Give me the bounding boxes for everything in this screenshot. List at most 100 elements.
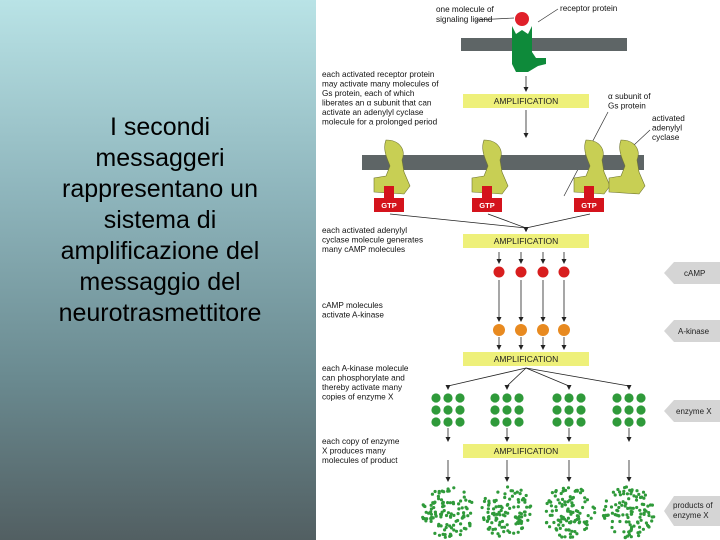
- product-molecule: [554, 505, 558, 509]
- product-molecule: [486, 507, 490, 511]
- product-molecule: [544, 521, 549, 525]
- arrowhead: [523, 227, 529, 232]
- product-molecule: [642, 496, 646, 500]
- arrowhead: [566, 437, 572, 442]
- cyclase-group: GTP GTP GTP: [373, 139, 646, 212]
- a-kinase-molecule: [515, 324, 527, 336]
- product-molecule: [561, 489, 565, 493]
- product-molecule: [501, 513, 505, 517]
- product-molecule: [437, 489, 441, 494]
- product-molecule: [442, 490, 446, 494]
- arrowhead: [523, 133, 529, 138]
- product-molecule: [575, 514, 579, 518]
- product-molecule: [446, 487, 450, 491]
- enzyme-x-molecule: [455, 405, 465, 415]
- a-kinase-molecule: [537, 324, 549, 336]
- product-molecule: [503, 492, 507, 496]
- product-molecule: [440, 510, 444, 514]
- enzyme-x-molecule: [612, 405, 622, 415]
- product-molecule: [518, 492, 522, 496]
- receptor-label: receptor protein: [560, 4, 618, 13]
- product-molecule: [448, 524, 452, 528]
- product-molecule: [524, 493, 528, 498]
- product-molecule: [609, 505, 614, 509]
- enzyme-x-molecules: [431, 393, 646, 427]
- product-molecule: [647, 525, 651, 529]
- slide-text-line: messaggio del: [79, 268, 241, 296]
- product-molecule: [460, 506, 464, 510]
- product-molecule: [523, 513, 527, 517]
- product-molecule: [583, 527, 587, 532]
- product-molecule: [549, 504, 553, 508]
- camp-molecule: [493, 266, 505, 278]
- product-molecule: [459, 522, 463, 526]
- product-molecule: [571, 535, 575, 539]
- arrowhead: [504, 477, 510, 482]
- product-molecule: [644, 509, 648, 513]
- product-molecule: [635, 505, 639, 510]
- product-molecule: [570, 504, 574, 508]
- arrowhead: [540, 317, 546, 322]
- product-molecule: [517, 500, 521, 504]
- enzyme-x-molecule: [490, 393, 500, 403]
- product-molecule: [441, 500, 445, 504]
- product-molecule: [560, 503, 564, 507]
- slide-text-line: rappresentano un: [62, 175, 258, 203]
- product-molecule: [458, 533, 462, 537]
- product-molecule: [434, 512, 438, 516]
- product-molecule: [641, 527, 645, 531]
- arrowhead: [626, 385, 632, 390]
- product-molecule: [429, 510, 433, 514]
- product-molecule: [639, 512, 643, 516]
- arrowhead: [626, 437, 632, 442]
- product-molecule: [583, 496, 587, 500]
- arrow: [506, 367, 527, 387]
- product-molecule: [512, 531, 516, 535]
- arrowhead: [561, 317, 567, 322]
- cyclase-unit: [608, 139, 646, 195]
- product-molecule: [638, 508, 642, 512]
- product-molecule: [516, 498, 520, 502]
- arrowhead: [561, 259, 567, 264]
- product-molecule: [500, 506, 504, 510]
- product-molecule: [526, 518, 530, 522]
- product-molecule: [618, 490, 622, 494]
- product-molecule: [500, 519, 505, 524]
- product-molecule: [638, 530, 642, 534]
- enzyme-x-molecule: [612, 417, 622, 427]
- product-molecule: [563, 503, 567, 507]
- product-molecule: [566, 509, 570, 513]
- product-molecule: [436, 494, 440, 498]
- product-molecule: [444, 525, 448, 530]
- slide-text: I secondi messaggeri rappresentano un si…: [20, 112, 300, 329]
- amplification-label: AMPLIFICATION: [494, 96, 559, 106]
- product-molecule: [646, 504, 650, 508]
- product-molecule: [456, 511, 460, 516]
- product-molecule: [586, 514, 590, 518]
- product-molecule: [570, 501, 574, 505]
- product-molecule: [516, 530, 520, 534]
- product-molecule: [561, 486, 565, 490]
- enzyme-x-molecule: [514, 393, 524, 403]
- product-molecule: [485, 519, 489, 524]
- product-molecule: [432, 506, 436, 510]
- product-molecule: [592, 506, 597, 510]
- product-molecule: [495, 512, 499, 517]
- arrowhead: [626, 477, 632, 482]
- product-molecule: [516, 505, 520, 509]
- product-molecule: [618, 501, 622, 505]
- product-molecule: [509, 489, 513, 493]
- product-molecule: [604, 504, 608, 509]
- product-molecule: [490, 521, 494, 525]
- arrow-layer: [389, 76, 632, 482]
- product-molecule: [622, 492, 626, 496]
- product-molecule: [491, 527, 495, 532]
- product-molecule: [550, 491, 554, 495]
- enzyme-x-molecule: [431, 405, 441, 415]
- amplification-bar-4: [463, 444, 589, 458]
- product-molecule: [553, 494, 557, 498]
- product-molecule: [454, 529, 459, 533]
- camp-note: cAMP molecules activate A-kinase: [322, 301, 385, 320]
- arrow: [525, 367, 570, 387]
- product-molecule: [629, 492, 633, 496]
